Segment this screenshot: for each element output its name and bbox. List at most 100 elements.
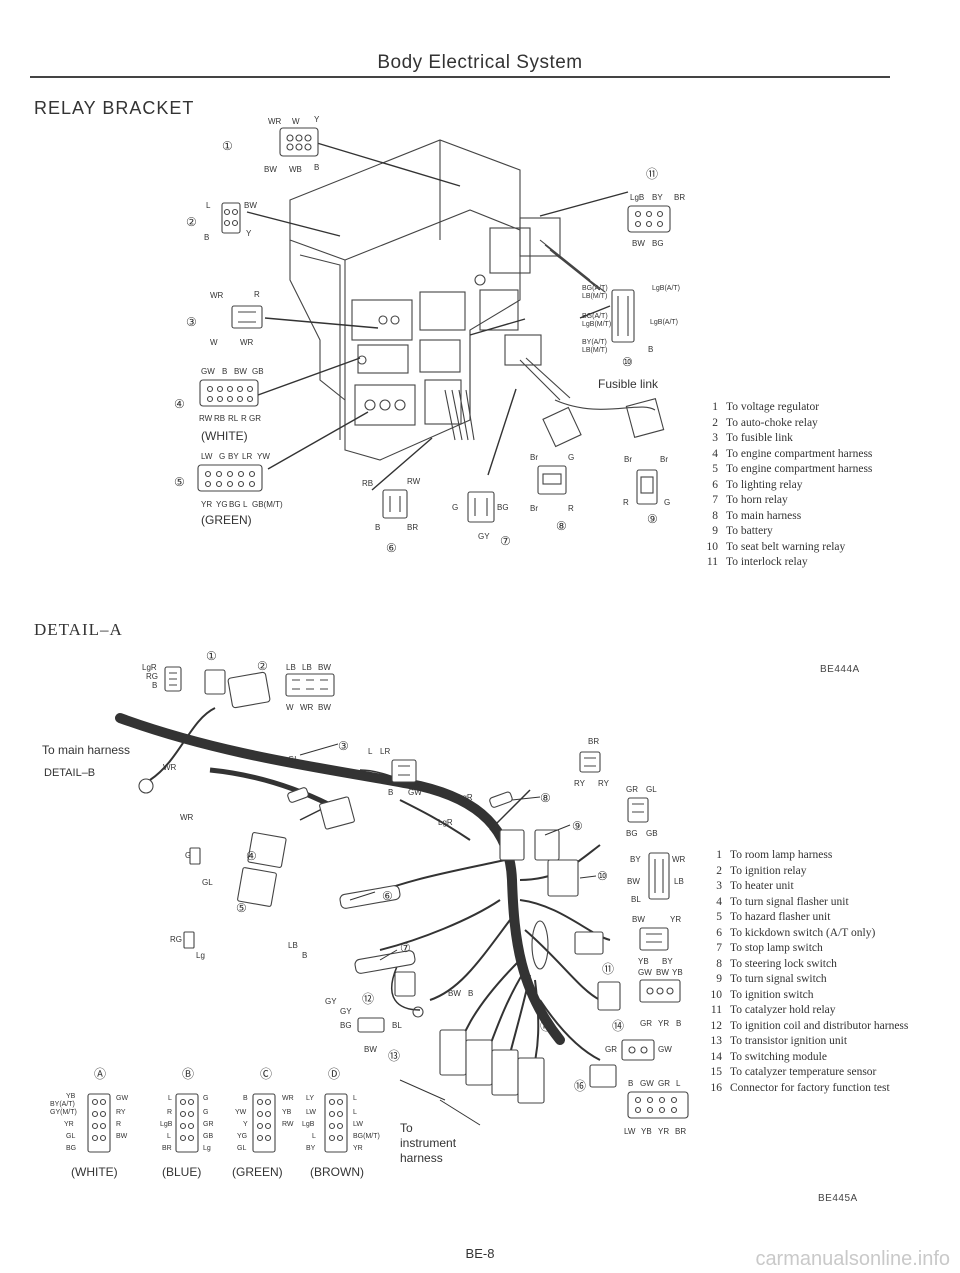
legend-number: 3	[712, 432, 718, 444]
svg-text:YR: YR	[64, 1121, 74, 1128]
svg-text:YR: YR	[353, 1145, 363, 1152]
legend-number: 7	[716, 942, 722, 954]
svg-text:LB(M/T): LB(M/T)	[582, 293, 607, 300]
caption-green-5: (GREEN)	[201, 513, 252, 527]
svg-text:BL: BL	[392, 1021, 402, 1030]
svg-text:GR: GR	[626, 785, 638, 794]
svg-text:YR: YR	[670, 915, 681, 924]
svg-text:RW: RW	[407, 477, 421, 486]
detail-a-callout-10: ⑩	[597, 869, 608, 883]
svg-text:G: G	[452, 503, 458, 512]
legend-text: To ignition coil and distributor harness	[730, 1019, 909, 1032]
svg-text:BG: BG	[340, 1021, 352, 1030]
legend-text: To engine compartment harness	[726, 463, 873, 475]
svg-text:YB: YB	[66, 1093, 76, 1100]
caption-brown-d: (BROWN)	[310, 1165, 364, 1179]
legend-number: 12	[710, 1019, 723, 1032]
svg-text:RL: RL	[228, 414, 239, 423]
header-rule	[30, 76, 890, 78]
svg-text:W: W	[286, 703, 294, 712]
svg-text:BW: BW	[318, 703, 331, 712]
svg-text:R: R	[241, 414, 247, 423]
relay-legend-item-5: 5 To engine compartment harness	[696, 462, 906, 478]
svg-text:GW: GW	[201, 367, 215, 376]
svg-text:BW: BW	[632, 915, 645, 924]
svg-text:WR: WR	[210, 291, 224, 300]
legend-text: To stop lamp switch	[730, 942, 823, 954]
svg-text:②: ②	[186, 215, 197, 229]
legend-number: 5	[712, 463, 718, 475]
svg-text:Br: Br	[530, 504, 538, 513]
svg-text:⑤: ⑤	[174, 475, 185, 489]
svg-text:YR: YR	[658, 1127, 669, 1136]
svg-text:YB: YB	[641, 1127, 652, 1136]
svg-text:Ⓒ: Ⓒ	[260, 1067, 272, 1081]
svg-text:harness: harness	[400, 1151, 443, 1165]
svg-text:BW: BW	[627, 877, 640, 886]
svg-text:GR: GR	[658, 1079, 670, 1088]
legend-number: 14	[710, 1050, 723, 1063]
fusible-link-label: Fusible link	[598, 377, 659, 391]
svg-text:LgR: LgR	[142, 663, 157, 672]
svg-text:⑩: ⑩	[622, 355, 633, 369]
svg-text:Ⓐ: Ⓐ	[94, 1067, 106, 1081]
legend-text: To fusible link	[726, 432, 793, 444]
detail-a-callout-15: ⑮	[540, 1019, 552, 1033]
svg-text:LgR: LgR	[458, 793, 473, 802]
relay-legend-item-8: 8 To main harness	[696, 509, 906, 525]
legend-text: To heater unit	[730, 880, 794, 892]
svg-text:BW: BW	[632, 239, 645, 248]
legend-number: 8	[712, 509, 718, 522]
svg-text:RY: RY	[116, 1109, 126, 1116]
svg-text:BW: BW	[244, 201, 257, 210]
legend-number: 7	[712, 494, 718, 506]
svg-text:BG: BG	[626, 829, 638, 838]
svg-text:G: G	[568, 453, 574, 462]
svg-text:BG: BG	[66, 1145, 76, 1152]
svg-text:B: B	[314, 163, 319, 172]
svg-text:LgB(A/T): LgB(A/T)	[650, 319, 678, 326]
bottom-connector-b: Ⓑ L R LgB L BR G G GR GB Lg	[160, 1067, 214, 1153]
svg-text:⑧: ⑧	[556, 519, 567, 533]
svg-text:B: B	[204, 233, 209, 242]
legend-number: 1	[712, 401, 718, 413]
svg-text:G: G	[203, 1109, 208, 1116]
detail-a-callout-7: ⑦	[400, 941, 411, 955]
page-header-title: Body Electrical System	[377, 52, 583, 73]
svg-text:YR: YR	[201, 500, 212, 509]
svg-text:GW: GW	[116, 1095, 128, 1102]
svg-text:R: R	[254, 290, 260, 299]
svg-text:GB(M/T): GB(M/T)	[252, 500, 283, 509]
to-instrument-harness-label: To instrument harness	[400, 1121, 457, 1165]
svg-text:WR: WR	[268, 117, 282, 126]
to-main-harness-label: To main harness	[42, 743, 130, 757]
svg-text:BY: BY	[630, 855, 641, 864]
svg-text:B: B	[243, 1095, 248, 1102]
svg-text:BR: BR	[407, 523, 418, 532]
svg-text:B: B	[648, 345, 653, 354]
svg-text:Y: Y	[314, 115, 320, 124]
legend-text: To main harness	[726, 509, 802, 522]
svg-text:LW: LW	[201, 452, 213, 461]
svg-text:Lg: Lg	[203, 1145, 211, 1152]
legend-number: 10	[706, 540, 719, 553]
svg-text:B: B	[375, 523, 380, 532]
svg-text:G: G	[185, 851, 191, 860]
svg-text:BG: BG	[229, 500, 241, 509]
svg-text:GB: GB	[646, 829, 658, 838]
svg-text:①: ①	[222, 139, 233, 153]
svg-text:GR: GR	[605, 1045, 617, 1054]
